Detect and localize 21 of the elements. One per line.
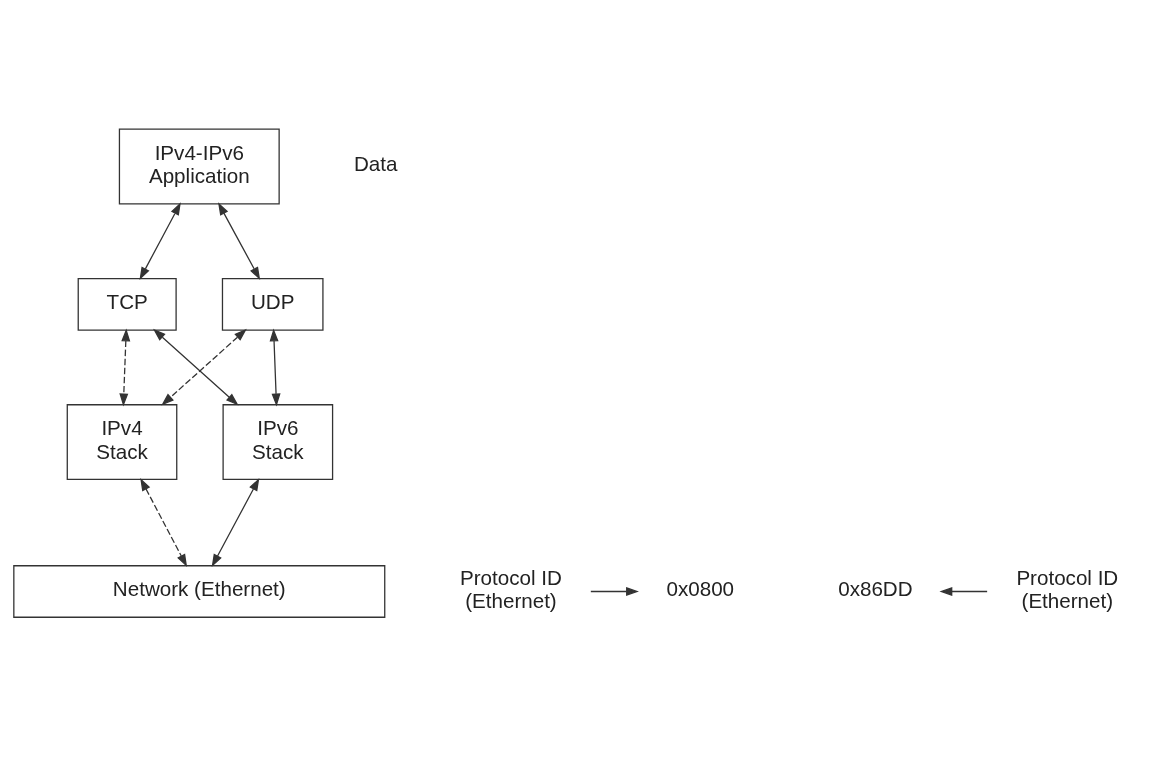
arrow (153, 328, 239, 406)
arrow (119, 328, 131, 407)
node-box: IPv4-IPv6 Application (118, 128, 280, 205)
arrow (139, 202, 181, 280)
node-box: IPv6 Stack (222, 404, 334, 481)
node-text: 0x0800 (666, 577, 735, 601)
arrow (269, 328, 281, 407)
node-text: Protocol ID (Ethernet) (460, 565, 562, 612)
node-box: Network (Ethernet) (13, 565, 386, 618)
label: Data (353, 152, 398, 176)
arrow (218, 202, 261, 280)
node-box: TCP (77, 277, 177, 331)
node-box: IPv4 Stack (66, 404, 178, 481)
arrow (590, 587, 639, 596)
arrow (211, 477, 260, 568)
node-box: UDP (221, 277, 324, 331)
arrow (140, 477, 188, 568)
node-text: Protocol ID (Ethernet) (1016, 565, 1119, 612)
arrow (161, 328, 247, 406)
arrow (939, 587, 988, 596)
node-text: 0x86DD (838, 577, 913, 601)
